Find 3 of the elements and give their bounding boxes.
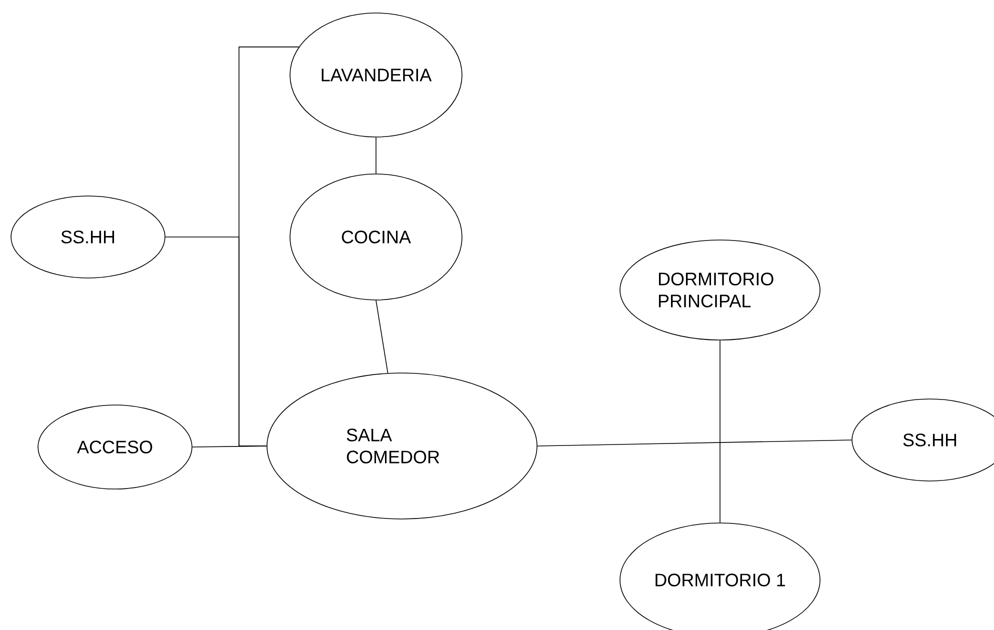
connector-line: [376, 300, 388, 374]
connector-line: [192, 446, 267, 448]
connector-line: [537, 440, 852, 446]
